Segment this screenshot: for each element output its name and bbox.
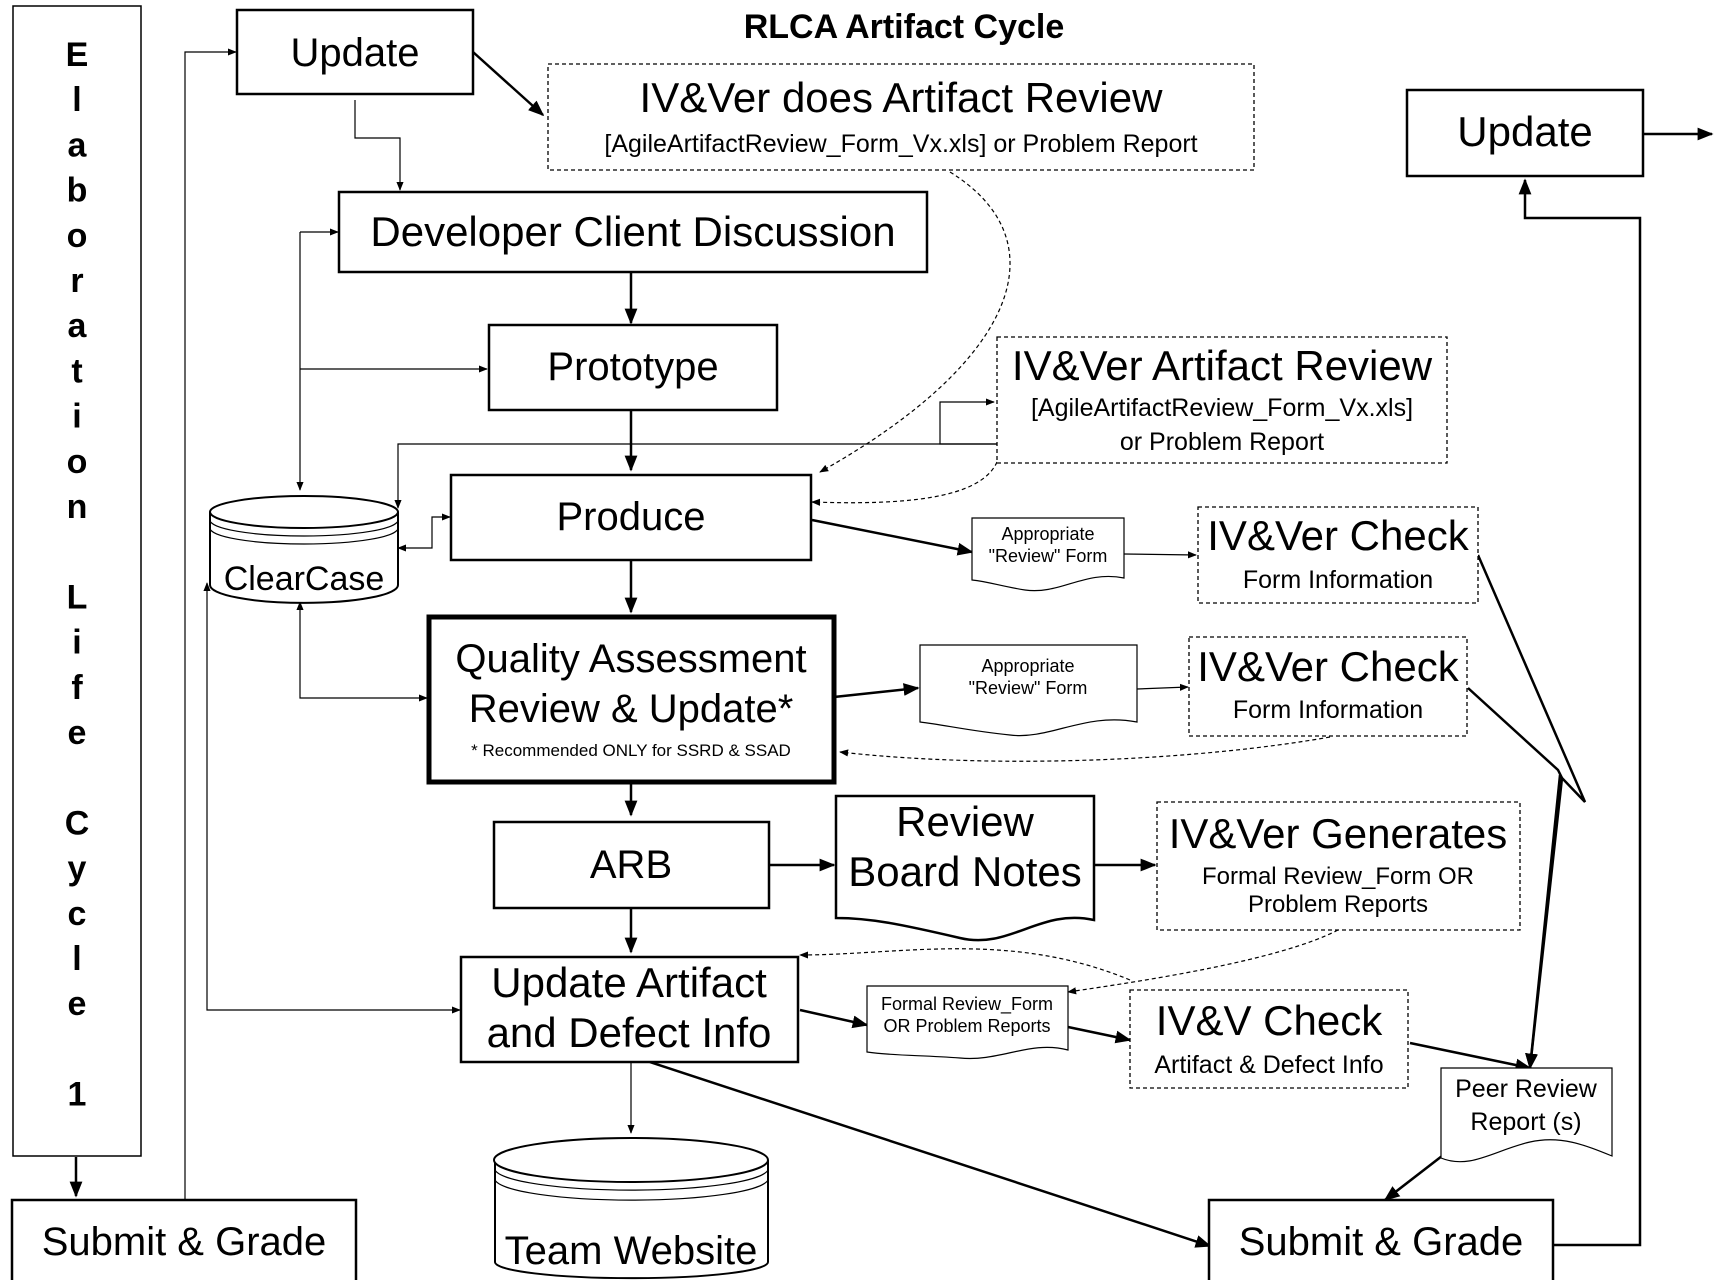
- lifecycle-letter: o: [67, 443, 88, 481]
- update-artifact-box: Update Artifact and Defect Info: [459, 955, 800, 1064]
- svg-text:"Review" Form: "Review" Form: [989, 546, 1108, 566]
- clearcase-database: ClearCase: [209, 495, 399, 604]
- svg-text:Submit & Grade: Submit & Grade: [1239, 1220, 1524, 1264]
- ivver-check-2: IV&Ver Check Form Information: [1188, 636, 1468, 737]
- lifecycle-letter: e: [68, 714, 87, 752]
- ivv-check: IV&V Check Artifact & Defect Info: [1129, 989, 1409, 1089]
- peer-review-report: Peer Review Report (s): [1440, 1067, 1613, 1163]
- svg-text:or Problem Report: or Problem Report: [1120, 428, 1324, 456]
- lifecycle-letter: n: [67, 488, 88, 526]
- lifecycle-letter: i: [72, 624, 81, 662]
- svg-text:IV&Ver does Artifact Review: IV&Ver does Artifact Review: [640, 74, 1164, 121]
- svg-text:Produce: Produce: [557, 495, 706, 539]
- review-form-1: Appropriate "Review" Form: [971, 517, 1125, 592]
- quality-assessment-box: Quality Assessment Review & Update* * Re…: [426, 614, 837, 785]
- svg-text:Appropriate: Appropriate: [1001, 524, 1094, 544]
- developer-client-box: Developer Client Discussion: [337, 190, 929, 274]
- prototype-box: Prototype: [487, 323, 779, 412]
- formal-review-form: Formal Review_Form OR Problem Reports: [866, 985, 1069, 1060]
- ivver-generates: IV&Ver Generates Formal Review_Form OR P…: [1156, 801, 1521, 931]
- svg-text:IV&Ver Check: IV&Ver Check: [1197, 643, 1459, 690]
- svg-text:Form Information: Form Information: [1243, 566, 1433, 594]
- lifecycle-letter: a: [68, 307, 88, 345]
- update-right-box: Update: [1405, 88, 1645, 178]
- svg-text:OR Problem Reports: OR Problem Reports: [883, 1016, 1050, 1036]
- svg-text:IV&V Check: IV&V Check: [1156, 997, 1383, 1044]
- lifecycle-letter: i: [72, 398, 81, 436]
- lifecycle-letter: c: [68, 895, 87, 933]
- svg-text:IV&Ver Check: IV&Ver Check: [1207, 512, 1469, 559]
- ivver-review-mid: IV&Ver Artifact Review [AgileArtifactRev…: [996, 336, 1448, 464]
- submit-grade-right: Submit & Grade: [1207, 1198, 1555, 1280]
- svg-text:IV&Ver Artifact Review: IV&Ver Artifact Review: [1012, 342, 1433, 389]
- svg-text:Board Notes: Board Notes: [848, 848, 1081, 895]
- lifecycle-letter: y: [68, 850, 87, 888]
- svg-text:Update: Update: [1457, 108, 1592, 155]
- svg-text:IV&Ver Generates: IV&Ver Generates: [1169, 810, 1508, 857]
- lifecycle-letter: l: [72, 81, 81, 119]
- svg-text:Developer Client Discussion: Developer Client Discussion: [370, 208, 895, 255]
- svg-text:"Review" Form: "Review" Form: [969, 678, 1088, 698]
- lifecycle-letter: a: [68, 126, 88, 164]
- svg-text:Report (s): Report (s): [1470, 1108, 1581, 1136]
- svg-text:* Recommended ONLY for SSRD &: * Recommended ONLY for SSRD & SSAD: [471, 741, 791, 760]
- svg-text:Formal Review_Form OR: Formal Review_Form OR: [1202, 863, 1474, 890]
- svg-text:Appropriate: Appropriate: [981, 656, 1074, 676]
- svg-text:Review: Review: [896, 798, 1034, 845]
- svg-text:Problem Reports: Problem Reports: [1248, 891, 1428, 918]
- ivver-check-1: IV&Ver Check Form Information: [1197, 506, 1479, 604]
- svg-text:Update Artifact: Update Artifact: [491, 959, 767, 1006]
- produce-box: Produce: [449, 473, 813, 562]
- review-form-2: Appropriate "Review" Form: [919, 644, 1138, 737]
- lifecycle-letter: L: [67, 578, 88, 616]
- svg-text:and Defect Info: and Defect Info: [487, 1009, 772, 1056]
- team-website-database: Team Website: [493, 1137, 769, 1280]
- svg-text:Team Website: Team Website: [505, 1229, 758, 1273]
- svg-text:ARB: ARB: [590, 843, 672, 887]
- svg-text:Formal Review_Form: Formal Review_Form: [881, 994, 1053, 1015]
- connectors: [69, 48, 1714, 1248]
- lifecycle-letter: E: [66, 36, 89, 74]
- svg-text:Peer Review: Peer Review: [1455, 1075, 1598, 1103]
- diagram-title: RLCA Artifact Cycle: [744, 8, 1065, 46]
- lifecycle-letter: b: [67, 172, 88, 210]
- svg-text:Quality Assessment: Quality Assessment: [455, 637, 806, 681]
- ivver-review-top: IV&Ver does Artifact Review [AgileArtifa…: [547, 63, 1255, 171]
- svg-text:Review & Update*: Review & Update*: [469, 687, 794, 731]
- svg-text:Update: Update: [291, 31, 420, 75]
- lifecycle-letter: C: [65, 804, 90, 842]
- svg-text:Submit & Grade: Submit & Grade: [42, 1220, 327, 1264]
- lifecycle-letter: l: [72, 940, 81, 978]
- lifecycle-letter: f: [71, 669, 83, 707]
- svg-text:Artifact & Defect Info: Artifact & Defect Info: [1154, 1051, 1383, 1079]
- svg-text:Prototype: Prototype: [547, 345, 718, 389]
- update-left-box: Update: [235, 8, 475, 96]
- lifecycle-letter: e: [68, 985, 87, 1023]
- submit-grade-left: Submit & Grade: [10, 1198, 358, 1280]
- svg-text:Form Information: Form Information: [1233, 696, 1423, 724]
- lifecycle-letter: r: [70, 262, 83, 300]
- svg-text:[AgileArtifactReview_Form_Vx.x: [AgileArtifactReview_Form_Vx.xls] or Pro…: [604, 130, 1197, 158]
- lifecycle-letter: t: [71, 352, 82, 390]
- svg-text:ClearCase: ClearCase: [224, 560, 385, 598]
- lifecycle-letter: o: [67, 217, 88, 255]
- svg-text:[AgileArtifactReview_Form_Vx.x: [AgileArtifactReview_Form_Vx.xls]: [1031, 394, 1413, 422]
- arb-box: ARB: [492, 820, 771, 910]
- review-board-notes: Review Board Notes: [834, 794, 1096, 942]
- lifecycle-letter: 1: [68, 1076, 87, 1114]
